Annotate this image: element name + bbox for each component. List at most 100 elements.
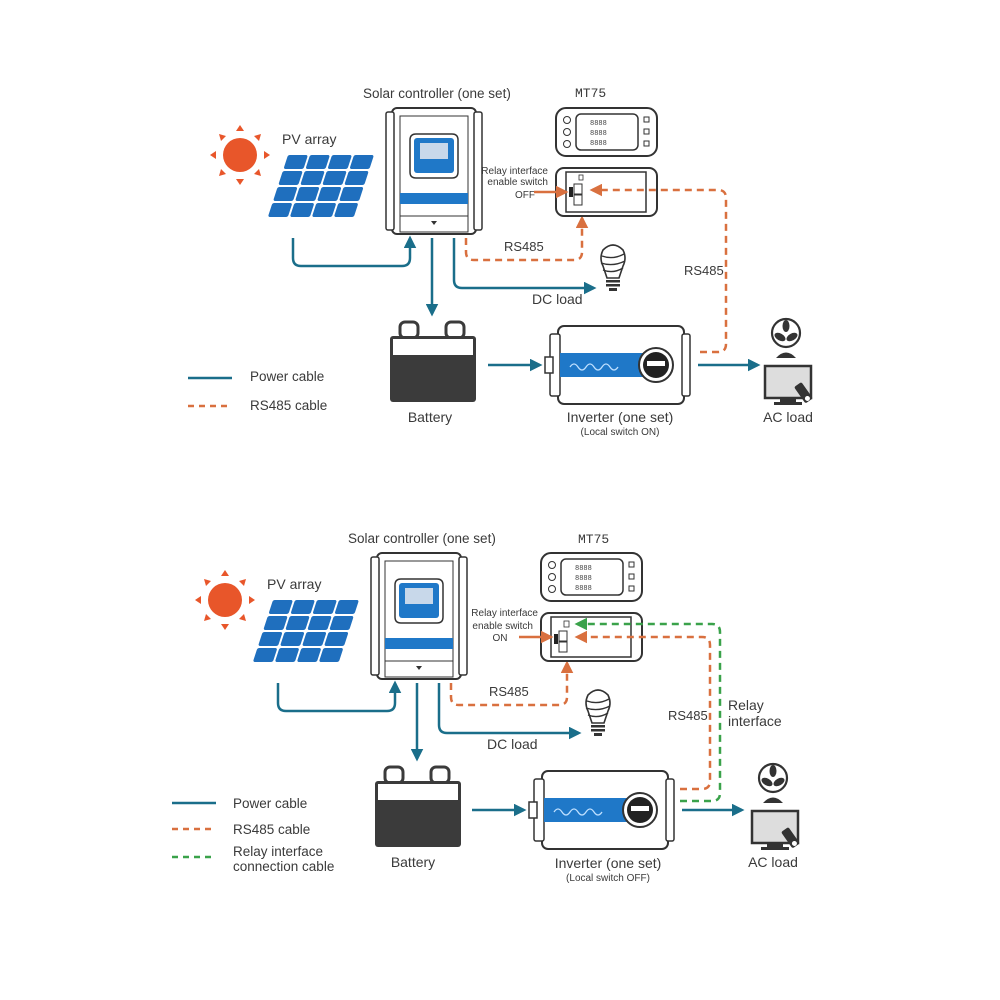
solar-controller-label: Solar controller (one set) [348, 531, 496, 546]
solar-cell [300, 171, 325, 185]
solar-cell [327, 155, 352, 169]
svg-text:8888: 8888 [575, 575, 592, 583]
legend-relay-label-line1: Relay interface [233, 844, 323, 859]
solar-cell [273, 187, 298, 201]
mt75-display-device: 8888 8888 8888 [540, 552, 643, 602]
remote-control-icon [794, 382, 813, 403]
solar-cell [290, 600, 315, 614]
solar-cell [280, 632, 305, 646]
solar-panel-icon [268, 155, 374, 217]
dc-load-label: DC load [532, 291, 583, 307]
pv-array-label: PV array [267, 576, 321, 592]
mt75-label: MT75 [575, 86, 606, 101]
legend-power-label: Power cable [250, 369, 324, 384]
solar-cell [322, 171, 347, 185]
solar-cell [317, 187, 342, 201]
solar-controller-device [385, 107, 483, 235]
solar-cell [263, 616, 288, 630]
solar-cell [258, 632, 283, 646]
solar-cell [253, 648, 277, 662]
tv-icon [750, 809, 800, 850]
dc-load-cable [437, 683, 582, 740]
battery-icon [375, 765, 461, 847]
light-bulb-icon [600, 244, 626, 291]
diagram-bottom: PV array Solar controller (one set) DC l… [172, 531, 800, 884]
rs485-label-b: RS485 [668, 708, 708, 723]
legend: Power cable RS485 cable Relay interface … [172, 796, 334, 874]
rs485-cable-mt75-inverter [589, 183, 728, 354]
solar-panel-icon [253, 600, 359, 662]
sun-icon [210, 125, 270, 185]
solar-cell [324, 632, 349, 646]
relay-interface-cable [574, 617, 722, 803]
solar-cell [334, 203, 358, 217]
relay-switch-label-line2: enable switch [472, 621, 533, 632]
solar-cell [295, 187, 320, 201]
solar-cell [278, 171, 303, 185]
legend-rs485-label: RS485 cable [233, 822, 310, 837]
pv-array-label: PV array [282, 131, 336, 147]
solar-cell [302, 632, 327, 646]
legend: Power cable RS485 cable [188, 369, 327, 413]
dc-load-label: DC load [487, 736, 538, 752]
mt75-label: MT75 [578, 532, 609, 547]
solar-controller-device [370, 552, 468, 680]
relay-switch-state: ON [493, 633, 508, 644]
battery-icon [390, 320, 476, 402]
solar-cell [329, 616, 354, 630]
inverter-sublabel: (Local switch OFF) [566, 873, 650, 884]
rs485-label-a: RS485 [489, 684, 529, 699]
rs485-label-a: RS485 [504, 239, 544, 254]
battery-label: Battery [391, 854, 435, 870]
solar-cell [344, 171, 369, 185]
mt75-display-device: 8888 8888 8888 [555, 107, 658, 157]
svg-text:8888: 8888 [590, 120, 607, 128]
relay-interface-label-line2: interface [728, 713, 782, 729]
ac-load-label: AC load [763, 409, 813, 425]
ac-load-label: AC load [748, 854, 798, 870]
relay-switch-label-line2: enable switch [487, 177, 548, 188]
solar-cell [297, 648, 321, 662]
solar-cell [285, 616, 310, 630]
solar-cell [268, 600, 293, 614]
relay-switch-label-line1: Relay interface [481, 166, 548, 177]
remote-control-icon [781, 827, 800, 848]
solar-cell [275, 648, 299, 662]
inverter-sublabel: (Local switch ON) [581, 427, 660, 438]
solar-cell [305, 155, 330, 169]
legend-rs485-label: RS485 cable [250, 398, 327, 413]
light-bulb-icon [585, 689, 611, 736]
battery-label: Battery [408, 409, 452, 425]
inverter-device [528, 770, 675, 850]
inverter-device [544, 325, 691, 405]
solar-cell [312, 203, 336, 217]
diagram-top: PV array Solar controller (one set) DC l… [188, 86, 813, 438]
svg-text:8888: 8888 [575, 585, 592, 593]
fan-icon [770, 317, 802, 358]
solar-cell [349, 155, 374, 169]
inverter-label: Inverter (one set) [555, 855, 662, 871]
relay-interface-label-line1: Relay [728, 697, 764, 713]
solar-cell [319, 648, 343, 662]
pv-power-cable [276, 680, 402, 713]
legend-power-label: Power cable [233, 796, 307, 811]
legend-relay-label-line2: connection cable [233, 859, 334, 874]
solar-controller-label: Solar controller (one set) [363, 86, 511, 101]
relay-switch-label-line1: Relay interface [471, 608, 538, 619]
relay-switch-state: OFF [515, 190, 535, 201]
rs485-label-b: RS485 [684, 263, 724, 278]
rs485-cable-controller-mt75 [464, 215, 589, 262]
solar-cell [290, 203, 314, 217]
svg-text:8888: 8888 [590, 130, 607, 138]
solar-cell [283, 155, 308, 169]
solar-cell [268, 203, 292, 217]
solar-cell [339, 187, 364, 201]
rs485-cable-mt75-inverter [574, 630, 712, 791]
pv-power-cable [291, 235, 417, 268]
fan-icon [757, 762, 789, 803]
solar-cell [307, 616, 332, 630]
rs485-cable-controller-mt75 [449, 660, 574, 707]
solar-cell [312, 600, 337, 614]
svg-text:8888: 8888 [575, 565, 592, 573]
